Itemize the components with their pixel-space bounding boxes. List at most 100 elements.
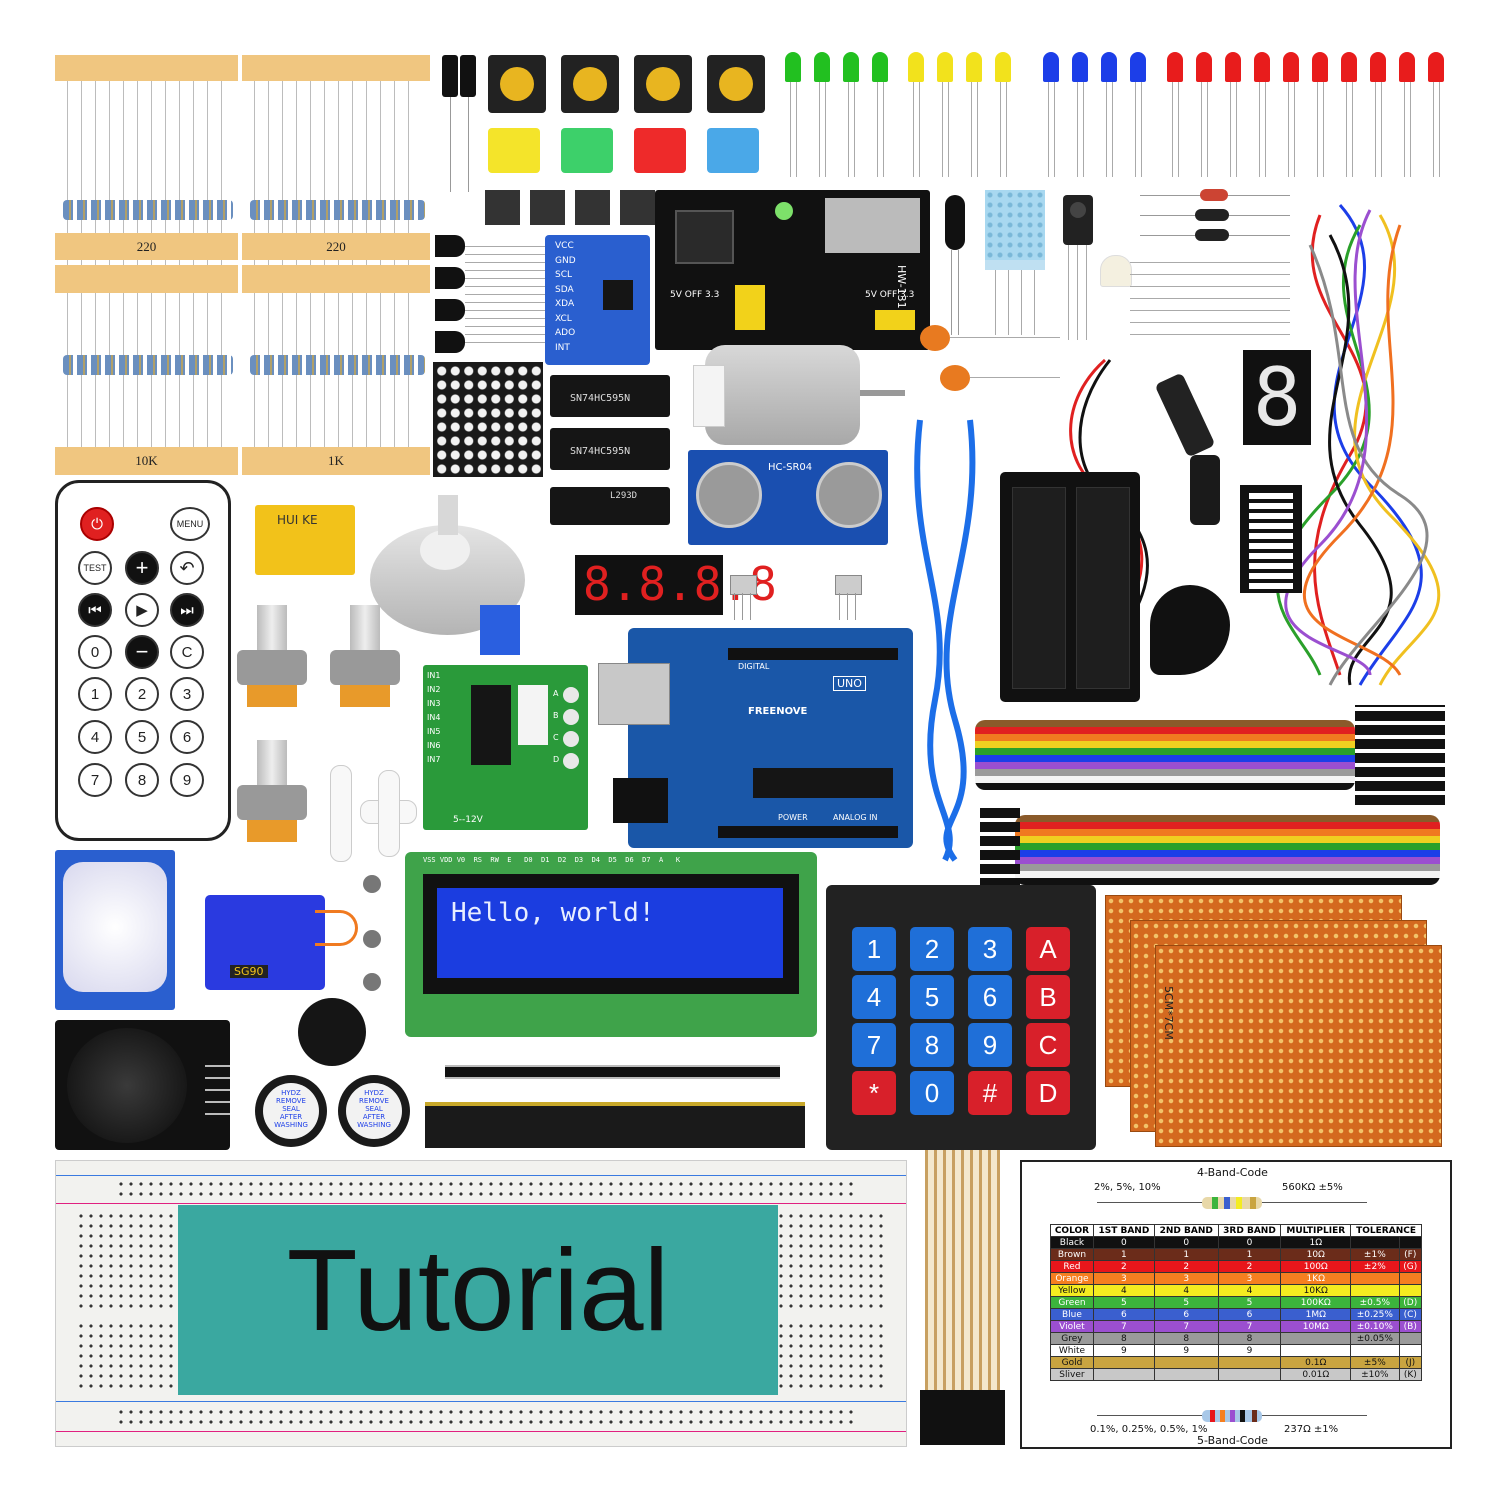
digit-1-button[interactable]: 1: [78, 677, 112, 711]
led-leg: [942, 82, 943, 177]
keypad-key-1[interactable]: 1: [852, 927, 896, 971]
resistor-label: 10K: [135, 453, 158, 468]
diodes: [1140, 185, 1290, 245]
chart-cell: ±0.05%: [1350, 1332, 1400, 1345]
chart-cell: [1350, 1236, 1400, 1249]
keypad-key-4[interactable]: 4: [852, 975, 896, 1019]
led-leg: [1433, 82, 1434, 177]
led-leg: [1172, 82, 1173, 177]
led-leg: [1265, 82, 1266, 177]
ic-label: SN74HC595N: [570, 393, 631, 404]
chart-cell: 10Ω: [1280, 1248, 1352, 1261]
rgb-led-leads: [1130, 260, 1290, 335]
ceramic-capacitors: [920, 325, 1060, 395]
led-leg: [1317, 82, 1318, 177]
chart-cell: [1217, 1356, 1282, 1369]
usb-cable: [895, 400, 995, 870]
chart-cell: [1217, 1368, 1282, 1381]
gyro-pin-label: ADO: [555, 328, 576, 338]
ribbon-cable-2: [1015, 815, 1440, 885]
keypad-key-7[interactable]: 7: [852, 1023, 896, 1067]
keypad-key-a[interactable]: A: [1026, 927, 1070, 971]
keypad-key-star[interactable]: *: [852, 1071, 896, 1115]
keypad-key-b[interactable]: B: [1026, 975, 1070, 1019]
chart-cell: 1Ω: [1280, 1236, 1352, 1249]
chart-cell: 1: [1092, 1248, 1155, 1261]
keypad-key-hash[interactable]: #: [968, 1071, 1012, 1115]
chart-cell: 3: [1153, 1272, 1219, 1285]
driver-pin-label: IN1: [427, 671, 441, 680]
chart-cell: [1153, 1356, 1219, 1369]
clear-button[interactable]: C: [170, 635, 204, 669]
digit-9-button[interactable]: 9: [170, 763, 204, 797]
keypad-key-5[interactable]: 5: [910, 975, 954, 1019]
plus-button[interactable]: +: [125, 551, 159, 585]
led: [937, 52, 953, 82]
minus-button[interactable]: −: [125, 635, 159, 669]
resistor-5band-icon: [1097, 1410, 1367, 1422]
chart-cell: 2: [1092, 1260, 1155, 1273]
driver-pin-label: IN7: [427, 755, 441, 764]
test-button[interactable]: TEST: [78, 551, 112, 585]
dc-plug: [1154, 372, 1240, 565]
ribbon-cable-1-ends: [1355, 705, 1445, 805]
keypad-key-3[interactable]: 3: [968, 927, 1012, 971]
digit-7-button[interactable]: 7: [78, 763, 112, 797]
resistor-label: 220: [326, 239, 346, 254]
power-module: HW-131 5V OFF 3.3 5V OFF 3.3: [655, 190, 930, 350]
led-leg: [1294, 82, 1295, 177]
driver-led-label: A: [553, 689, 559, 698]
chart-cell: Orange: [1050, 1272, 1094, 1285]
chart-cell: [1350, 1344, 1400, 1357]
digit-3-button[interactable]: 3: [170, 677, 204, 711]
gyro-pin-label: SCL: [555, 270, 573, 280]
keypad-key-2[interactable]: 2: [910, 927, 954, 971]
pin-header-female: [425, 1102, 805, 1148]
digit-4-button[interactable]: 4: [78, 720, 112, 754]
driver-pin-label: IN5: [427, 727, 441, 736]
transistors: [435, 235, 545, 355]
keypad-key-d[interactable]: D: [1026, 1071, 1070, 1115]
led-leg: [796, 82, 797, 177]
chart-cell: (G): [1398, 1260, 1423, 1273]
keypad-key-c[interactable]: C: [1026, 1023, 1070, 1067]
led-leg: [1135, 82, 1136, 177]
led-leg: [919, 82, 920, 177]
led-leg: [883, 82, 884, 177]
keypad-key-6[interactable]: 6: [968, 975, 1012, 1019]
next-button[interactable]: ⏭: [170, 593, 204, 627]
play-button[interactable]: ▶: [125, 593, 159, 627]
previous-button[interactable]: ⏮: [78, 593, 112, 627]
chart-cell: 3: [1217, 1272, 1282, 1285]
relay: HUI KE: [255, 505, 355, 575]
resistor-label: 1K: [328, 453, 344, 468]
tutorial-banner: Tutorial: [178, 1205, 778, 1395]
led-leg: [1381, 82, 1382, 177]
digit-2-button[interactable]: 2: [125, 677, 159, 711]
led-leg: [1439, 82, 1440, 177]
digit-0-button[interactable]: 0: [78, 635, 112, 669]
power-button[interactable]: ⏻: [80, 507, 114, 541]
led-leg: [913, 82, 914, 177]
driver-pin-label: IN3: [427, 699, 441, 708]
back-button[interactable]: ↶: [170, 551, 204, 585]
chart-cell: ±10%: [1350, 1368, 1400, 1381]
digit-6-button[interactable]: 6: [170, 720, 204, 754]
chart-cell: 0: [1092, 1236, 1155, 1249]
tilt-switch: [945, 195, 965, 335]
digit-8-button[interactable]: 8: [125, 763, 159, 797]
digit-5-button[interactable]: 5: [125, 720, 159, 754]
keypad-key-8[interactable]: 8: [910, 1023, 954, 1067]
keypad-key-0[interactable]: 0: [910, 1071, 954, 1115]
chart-cell: Grey: [1050, 1332, 1094, 1345]
buzzer-passive: [298, 998, 366, 1066]
led: [995, 52, 1011, 82]
keypad-key-9[interactable]: 9: [968, 1023, 1012, 1067]
led-leg: [1230, 82, 1231, 177]
menu-button[interactable]: MENU: [170, 507, 210, 541]
